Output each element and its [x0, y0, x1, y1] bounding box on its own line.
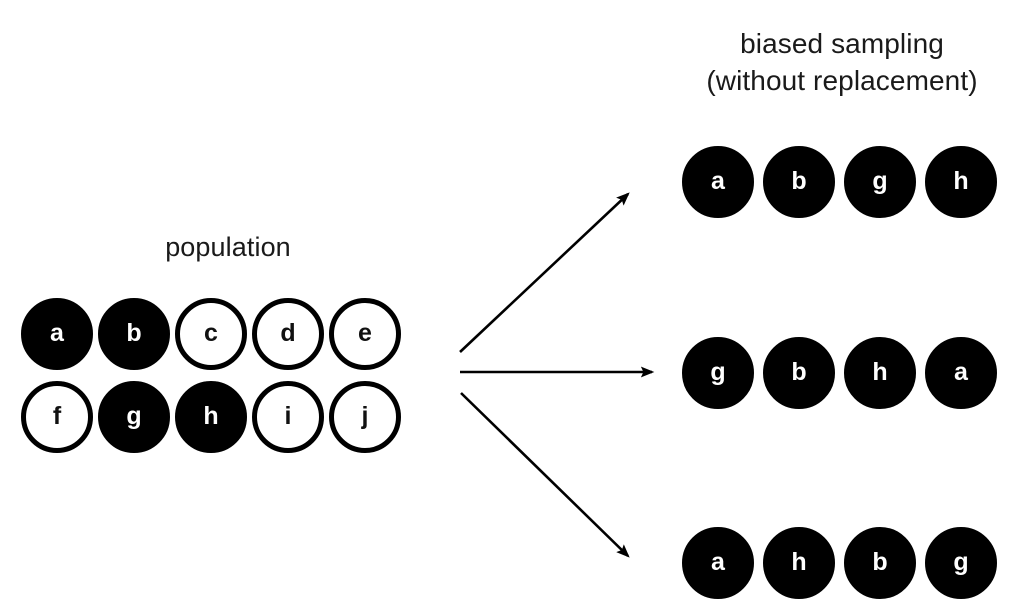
sample-1-node-3[interactable]: h [925, 146, 997, 218]
population-node-f[interactable]: f [21, 381, 93, 453]
sample-2-node-0[interactable]: g [682, 337, 754, 409]
sample-1-node-0[interactable]: a [682, 146, 754, 218]
node-label: b [791, 357, 807, 386]
population-node-e[interactable]: e [329, 298, 401, 370]
node-label: f [52, 401, 62, 430]
population-node-d[interactable]: d [252, 298, 324, 370]
node-label: i [284, 401, 292, 430]
sample-1-node-1[interactable]: b [763, 146, 835, 218]
sample-2-node-3[interactable]: a [925, 337, 997, 409]
node-label: a [50, 318, 64, 347]
node-label: a [954, 357, 968, 386]
node-label: h [872, 357, 888, 386]
sample-2-node-1[interactable]: b [763, 337, 835, 409]
node-label: b [791, 166, 807, 195]
population-node-a[interactable]: a [21, 298, 93, 370]
node-label: j [361, 401, 369, 430]
population-node-c[interactable]: c [175, 298, 247, 370]
population-node-h[interactable]: h [175, 381, 247, 453]
node-label: c [204, 318, 218, 347]
population-label: population [165, 232, 291, 262]
population-node-g[interactable]: g [98, 381, 170, 453]
node-label: h [953, 166, 969, 195]
node-label: b [872, 547, 888, 576]
population-node-b[interactable]: b [98, 298, 170, 370]
node-label: g [953, 547, 969, 576]
population-node-j[interactable]: j [329, 381, 401, 453]
node-label: a [711, 547, 725, 576]
node-label: g [126, 401, 142, 430]
sample-1-node-2[interactable]: g [844, 146, 916, 218]
sample-3-node-0[interactable]: a [682, 527, 754, 599]
sample-2-node-2[interactable]: h [844, 337, 916, 409]
node-label: d [280, 318, 296, 347]
sample-3-node-3[interactable]: g [925, 527, 997, 599]
sample-title-line-1: biased sampling [740, 28, 944, 59]
node-label: h [203, 401, 219, 430]
arrow-to-sample-3 [460, 392, 630, 558]
node-label: a [711, 166, 725, 195]
node-label: b [126, 318, 142, 347]
population-node-i[interactable]: i [252, 381, 324, 453]
sample-title-line-2: (without replacement) [706, 64, 978, 96]
sample-title: biased sampling (without replacement) [642, 26, 1030, 100]
node-label: g [710, 357, 726, 386]
sample-3-node-1[interactable]: h [763, 527, 835, 599]
sample-3-node-2[interactable]: b [844, 527, 916, 599]
node-label: h [791, 547, 807, 576]
node-label: g [872, 166, 888, 195]
node-label: e [358, 318, 372, 347]
arrow-to-sample-1 [459, 192, 630, 353]
